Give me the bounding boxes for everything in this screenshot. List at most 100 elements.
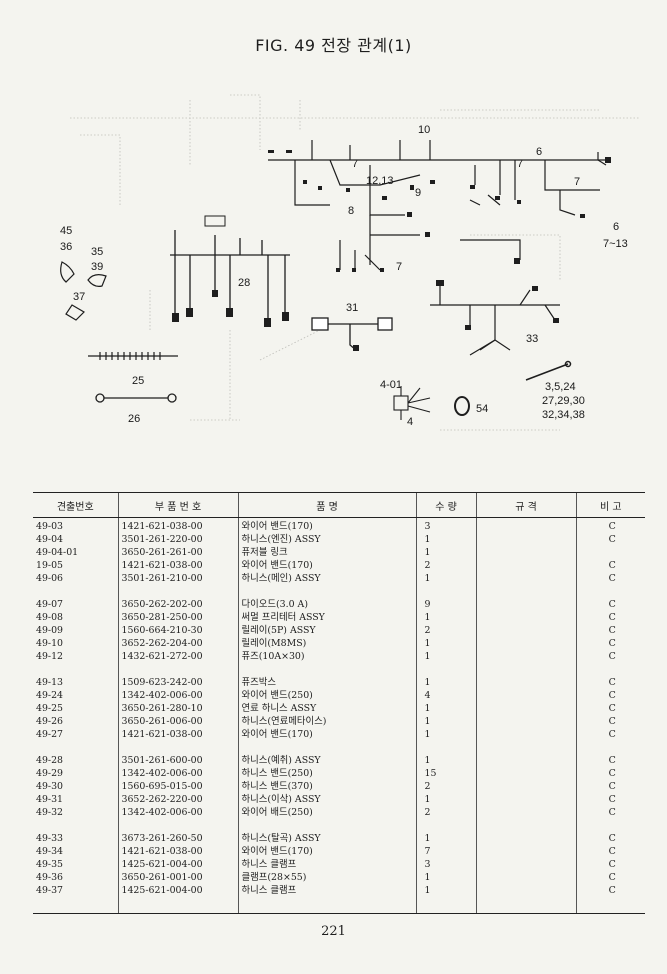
ref-no-cell: 49-13: [36, 677, 64, 688]
spacer-cell: [33, 819, 118, 832]
ref-no-cell: 49-10: [36, 638, 64, 649]
remark-cell: C: [575, 793, 645, 806]
ref-no-cell: 49-37: [36, 885, 64, 896]
qty-cell: 4: [415, 689, 476, 702]
remark-cell: C: [575, 572, 645, 585]
part-no-cell: 1342-402-006-00: [117, 767, 238, 780]
callout-39: 39: [91, 261, 103, 273]
remark-cell: C: [575, 611, 645, 624]
ref-no-cell: 49-09: [36, 625, 64, 636]
spec-cell: [475, 728, 576, 741]
qty-cell: 9: [415, 598, 476, 611]
fuel-harness-wire: [88, 352, 178, 360]
spacer-cell: [575, 741, 645, 754]
spacer-cell: [415, 585, 476, 598]
harness-26: [95, 393, 177, 403]
part-name-cell: 다이오드(3.0 A): [237, 598, 416, 611]
qty-cell: 1: [415, 702, 476, 715]
part-no-cell: 1560-664-210-30: [117, 624, 238, 637]
page-number: 221: [321, 924, 346, 939]
ref-no-cell: 49-29: [36, 768, 64, 779]
part-no-cell: 3650-261-280-10: [117, 702, 238, 715]
ref-no-cell: 49-12: [36, 651, 64, 662]
part-no-cell: 1421-621-038-00: [117, 728, 238, 741]
part-no-cell: 3650-262-202-00: [117, 598, 238, 611]
spec-cell: [475, 871, 576, 884]
callout-54: 54: [476, 403, 488, 415]
part-no-cell: 3650-261-006-00: [117, 715, 238, 728]
ref-no-cell: 49-07: [36, 599, 64, 610]
col-spec: 규 격: [475, 492, 576, 518]
part-name-cell: 하니스(탈곡) ASSY: [237, 832, 416, 845]
ref-no-cell: 49-26: [36, 716, 64, 727]
qty-cell: 1: [415, 533, 476, 546]
relay-box: [393, 386, 431, 420]
part-no-cell: 3650-281-250-00: [117, 611, 238, 624]
spec-cell: [475, 780, 576, 793]
part-name-cell: 와이어 밴드(250): [237, 689, 416, 702]
callout-33: 33: [526, 333, 538, 345]
callout-28: 28: [238, 277, 250, 289]
part-no-cell: 1560-695-015-00: [117, 780, 238, 793]
spec-cell: [475, 754, 576, 767]
spacer-cell: [33, 663, 118, 676]
part-no-cell: 1432-621-272-00: [117, 650, 238, 663]
qty-cell: 1: [415, 650, 476, 663]
band-parts: [525, 360, 572, 381]
spec-cell: [475, 598, 576, 611]
callout-6b: 6: [613, 221, 619, 233]
qty-cell: 3: [415, 858, 476, 871]
qty-cell: 1: [415, 572, 476, 585]
callout-31: 31: [346, 302, 358, 314]
remark-cell: C: [575, 517, 645, 533]
remark-cell: C: [575, 715, 645, 728]
spacer-cell: [475, 741, 576, 754]
ref-no-cell: 49-35: [36, 859, 64, 870]
part-name-cell: 연료 하니스 ASSY: [237, 702, 416, 715]
qty-cell: 15: [415, 767, 476, 780]
spec-cell: [475, 517, 576, 533]
qty-cell: 1: [415, 754, 476, 767]
spacer-cell: [237, 897, 416, 914]
remark-cell: C: [575, 689, 645, 702]
threshing-harness: [430, 239, 560, 356]
callout-7b: 7: [517, 158, 523, 170]
group-spacer-row: [33, 585, 645, 598]
ref-no-cell: 49-04-01: [36, 547, 79, 558]
qty-cell: 7: [415, 845, 476, 858]
part-name-cell: 하니스(이삭) ASSY: [237, 793, 416, 806]
remark-cell: C: [575, 780, 645, 793]
remark-cell: C: [575, 637, 645, 650]
part-no-cell: 1421-621-038-00: [117, 517, 238, 533]
part-name-cell: 하니스 밴드(250): [237, 767, 416, 780]
part-name-cell: 하니스 클램프: [237, 884, 416, 897]
col-ref-no: 견출번호: [33, 492, 118, 518]
spec-cell: [475, 884, 576, 897]
qty-cell: 1: [415, 546, 476, 559]
qty-cell: 2: [415, 624, 476, 637]
callout-10: 10: [418, 124, 430, 136]
part-no-cell: 1421-621-038-00: [117, 845, 238, 858]
ref-no-cell: 49-34: [36, 846, 64, 857]
remark-cell: C: [575, 533, 645, 546]
callout-35: 35: [91, 246, 103, 258]
part-no-cell: 1425-621-004-00: [117, 858, 238, 871]
qty-cell: 2: [415, 559, 476, 572]
spec-cell: [475, 715, 576, 728]
qty-cell: 3: [415, 517, 476, 533]
spacer-cell: [117, 585, 238, 598]
main-harness-connectors: [268, 150, 611, 272]
spacer-cell: [475, 897, 576, 914]
part-no-cell: 3501-261-600-00: [117, 754, 238, 767]
part-name-cell: 하니스(엔진) ASSY: [237, 533, 416, 546]
spec-cell: [475, 637, 576, 650]
part-no-cell: 1342-402-006-00: [117, 689, 238, 702]
ref-no-cell: 49-32: [36, 807, 64, 818]
spec-cell: [475, 832, 576, 845]
bleed-through-ghost: [70, 94, 640, 431]
